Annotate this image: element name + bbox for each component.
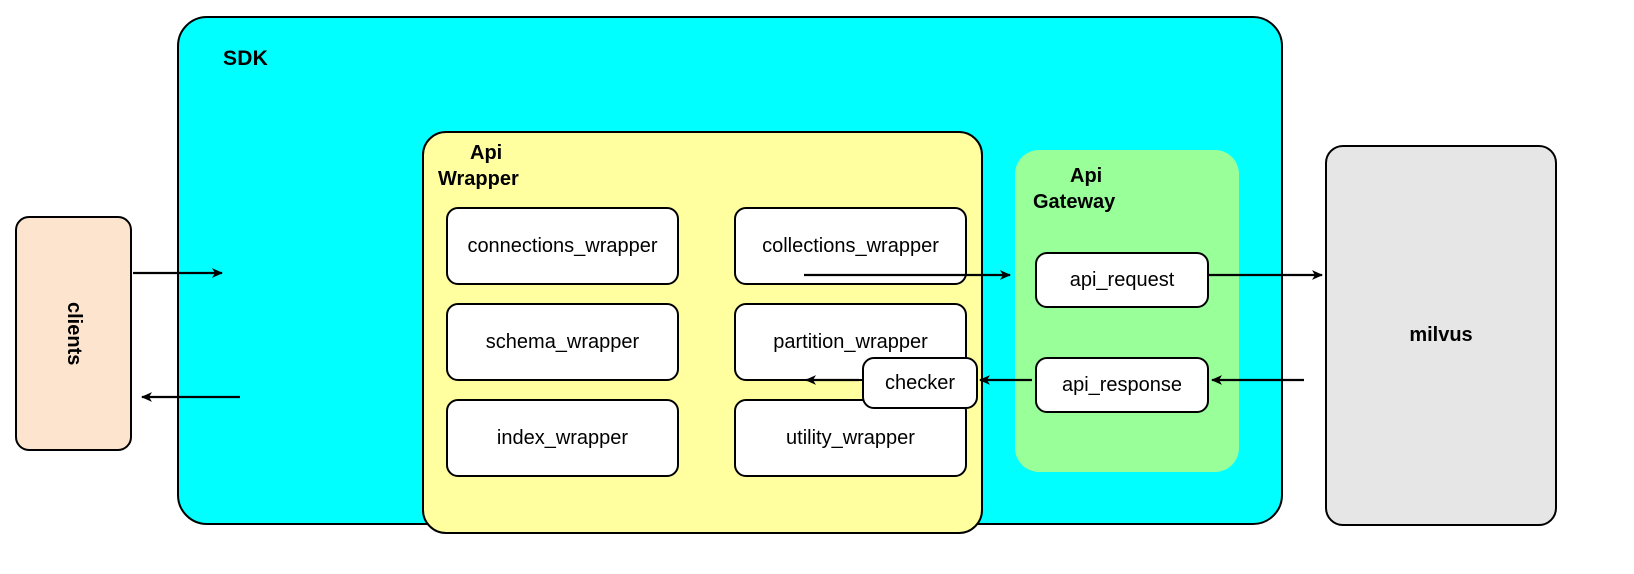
sdk-container[interactable]: SDK Api Wrapper connections_wrapper coll…	[177, 16, 1283, 534]
checker-box[interactable]: checker	[862, 357, 978, 409]
wrapper-cell-label: partition_wrapper	[773, 330, 928, 353]
wrapper-cell-partition[interactable]: partition_wrapper	[734, 303, 967, 381]
wrapper-cell-utility[interactable]: utility_wrapper	[734, 399, 967, 477]
wrapper-cell-index[interactable]: index_wrapper	[446, 399, 679, 477]
checker-label: checker	[884, 371, 956, 394]
wrapper-cell-connections[interactable]: connections_wrapper	[446, 207, 679, 285]
sdk-title: SDK	[223, 47, 268, 70]
gateway-cell-label: api_request	[1069, 268, 1175, 291]
gateway-cell-label: api_response	[1061, 373, 1183, 396]
clients-label: clients	[63, 301, 85, 366]
api-wrapper-title: Api Wrapper	[438, 141, 608, 192]
clients-box[interactable]: clients	[15, 216, 132, 451]
api-gateway-title-line2: Gateway	[1033, 190, 1116, 213]
api-wrapper-title-line1: Api	[470, 142, 503, 164]
api-wrapper-title-line2: Wrapper	[438, 167, 519, 190]
api-gateway-title-line1: Api	[1070, 165, 1103, 187]
gateway-cell-api-request[interactable]: api_request	[1035, 252, 1209, 308]
wrapper-cell-label: schema_wrapper	[485, 330, 640, 353]
wrapper-cell-collections[interactable]: collections_wrapper	[734, 207, 967, 285]
wrapper-cell-label: collections_wrapper	[762, 234, 939, 257]
gateway-cell-api-response[interactable]: api_response	[1035, 357, 1209, 413]
wrapper-cell-schema[interactable]: schema_wrapper	[446, 303, 679, 381]
milvus-label: milvus	[1409, 324, 1473, 346]
wrapper-cell-label: index_wrapper	[496, 426, 629, 449]
wrapper-cell-label: utility_wrapper	[786, 426, 915, 449]
milvus-box[interactable]: milvus	[1325, 145, 1557, 526]
api-gateway-container[interactable]: Api Gateway api_request api_response	[1015, 150, 1239, 472]
api-gateway-title: Api Gateway	[1025, 164, 1229, 215]
wrapper-cell-label: connections_wrapper	[467, 234, 658, 257]
api-wrapper-container[interactable]: Api Wrapper connections_wrapper collecti…	[422, 131, 983, 534]
